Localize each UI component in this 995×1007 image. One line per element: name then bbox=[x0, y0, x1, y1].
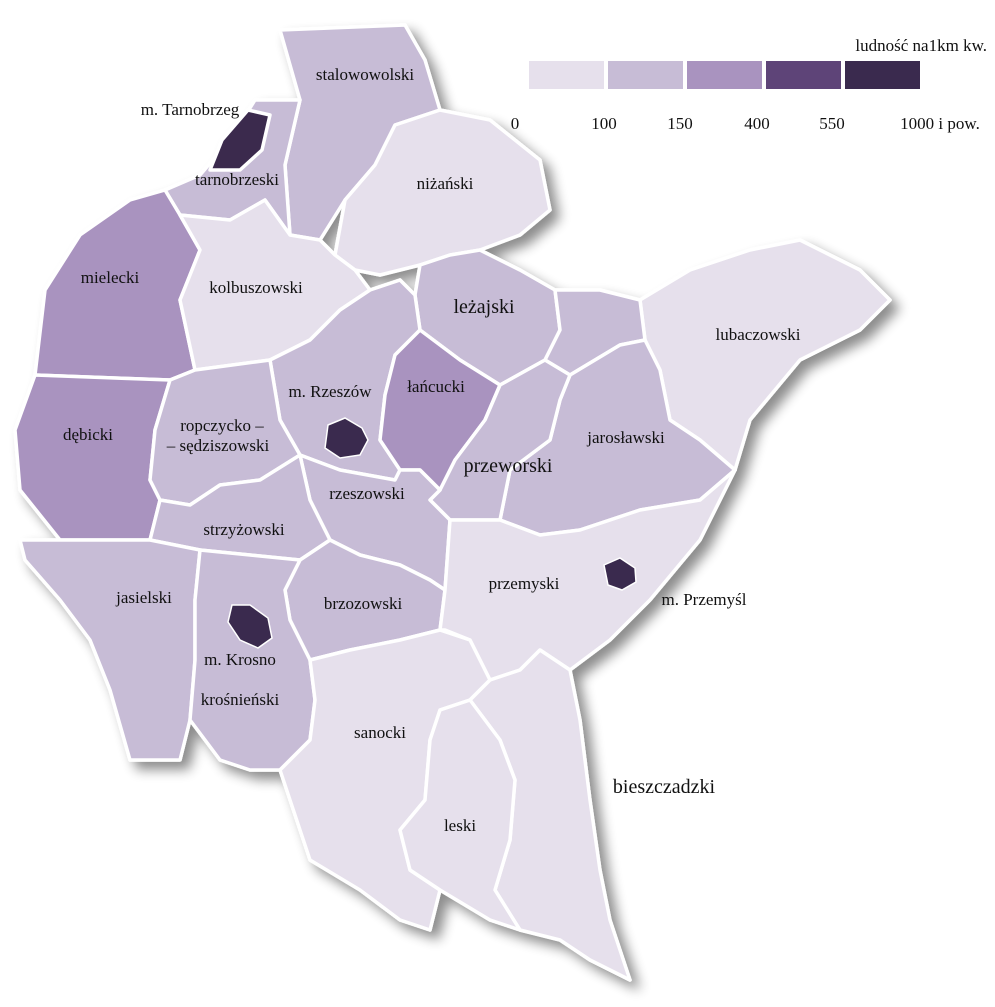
legend-tick-5: 1000 i pow. bbox=[900, 114, 980, 133]
label-kolbuszowski: kolbuszowski bbox=[209, 278, 303, 297]
label-m-rzeszow: m. Rzeszów bbox=[288, 382, 372, 401]
region-m-krosno bbox=[227, 604, 273, 649]
region-debicki bbox=[13, 373, 172, 542]
label-m-przemysl: m. Przemyśl bbox=[661, 590, 747, 609]
label-ropczycko: ropczycko – bbox=[180, 416, 264, 435]
region-m-rzeszow bbox=[324, 417, 369, 459]
region-leski bbox=[398, 698, 522, 932]
legend-swatch-3 bbox=[765, 60, 842, 90]
label-przeworski: przeworski bbox=[463, 455, 553, 477]
label-brzozowski: brzozowski bbox=[323, 594, 403, 613]
label-mielecki: mielecki bbox=[80, 268, 140, 287]
label-lubaczowski: lubaczowski bbox=[715, 325, 801, 344]
label-jaroslawski: jarosławski bbox=[587, 428, 665, 447]
legend-swatch-1 bbox=[607, 60, 684, 90]
legend-color-scale bbox=[528, 60, 921, 90]
legend-swatch-0 bbox=[528, 60, 605, 90]
region-jasielski bbox=[18, 538, 202, 762]
label-jasielski: jasielski bbox=[116, 588, 172, 607]
label-lancucki: łańcucki bbox=[407, 377, 465, 396]
label-rzeszowski: rzeszowski bbox=[329, 484, 405, 503]
label-nizanski: niżański bbox=[416, 174, 474, 193]
label-strzyzowski: strzyżowski bbox=[203, 520, 285, 539]
legend-tick-1: 100 bbox=[591, 114, 617, 133]
label-bieszczadzki: bieszczadzki bbox=[612, 776, 716, 798]
legend-tick-0: 0 bbox=[510, 114, 520, 133]
legend-swatch-2 bbox=[686, 60, 763, 90]
label-stalowowolski: stalowowolski bbox=[315, 65, 415, 84]
label-leski: leski bbox=[443, 816, 477, 835]
legend-title: ludność na1km kw. bbox=[855, 36, 987, 55]
label-sedziszowski: – sędziszowski bbox=[166, 436, 270, 455]
label-lezajski: leżajski bbox=[453, 296, 515, 318]
label-krosnienski: krośnieński bbox=[200, 690, 280, 709]
label-debicki: dębicki bbox=[62, 425, 114, 444]
legend-tick-3: 400 bbox=[744, 114, 770, 133]
label-tarnobrzeski: tarnobrzeski bbox=[194, 170, 280, 189]
legend-tick-2: 150 bbox=[667, 114, 693, 133]
region-m-tarnobrzeg bbox=[208, 108, 272, 172]
label-m-krosno: m. Krosno bbox=[204, 650, 276, 669]
legend-swatch-4 bbox=[844, 60, 921, 90]
label-sanocki: sanocki bbox=[354, 723, 406, 742]
region-m-przemysl bbox=[603, 557, 637, 591]
label-m-tarnobrzeg: m. Tarnobrzeg bbox=[140, 100, 240, 119]
label-przemyski: przemyski bbox=[488, 574, 560, 593]
legend-tick-4: 550 bbox=[819, 114, 845, 133]
